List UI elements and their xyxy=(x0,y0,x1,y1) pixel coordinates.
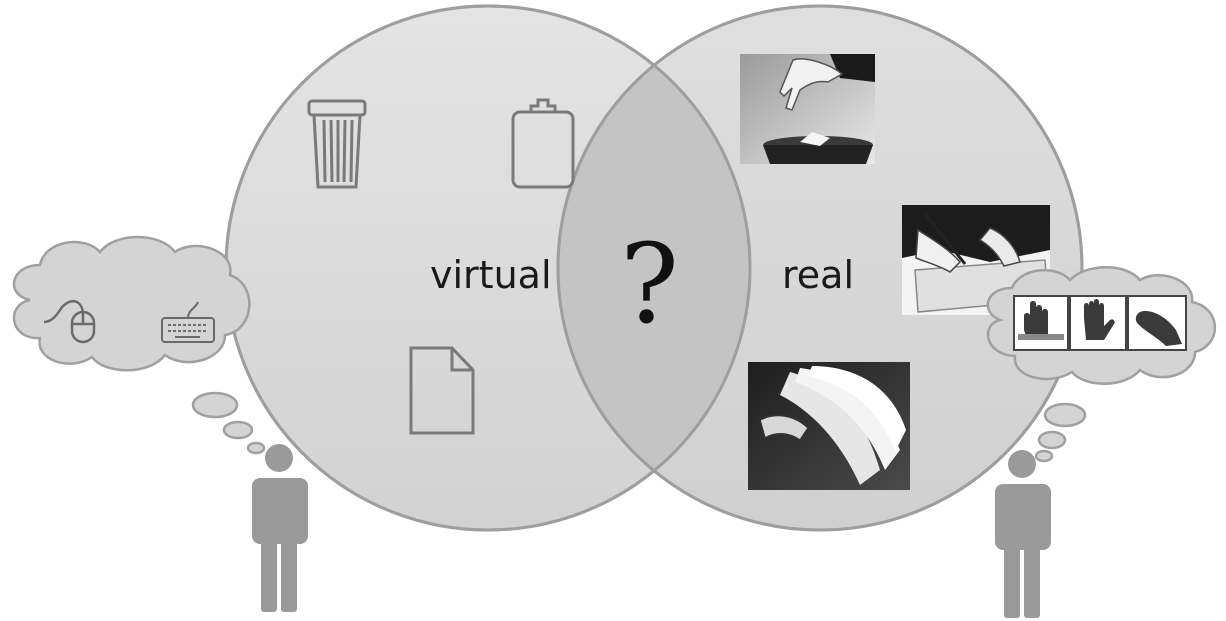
document-icon xyxy=(409,346,475,435)
overlap-region xyxy=(558,6,750,530)
right-person xyxy=(995,450,1051,618)
left-person xyxy=(252,444,308,612)
hand-raised-gesture-icon xyxy=(1069,295,1127,351)
hand-flat-gesture-icon xyxy=(1127,295,1187,351)
real-label: real xyxy=(782,253,854,297)
keyboard-icon xyxy=(161,301,215,343)
clipboard-icon xyxy=(511,98,575,189)
overlap-question-mark: ? xyxy=(620,220,679,348)
virtual-label: virtual xyxy=(430,253,552,297)
hand-flipping-pages-photo xyxy=(748,362,910,490)
hand-grab-gesture-icon xyxy=(1013,295,1069,351)
real-circle-outline xyxy=(556,4,1084,532)
mouse-icon xyxy=(43,300,96,344)
left-thought-cloud xyxy=(12,235,266,455)
hand-dropping-paper-in-bin-photo xyxy=(740,54,875,164)
trash-can-icon xyxy=(307,99,367,189)
